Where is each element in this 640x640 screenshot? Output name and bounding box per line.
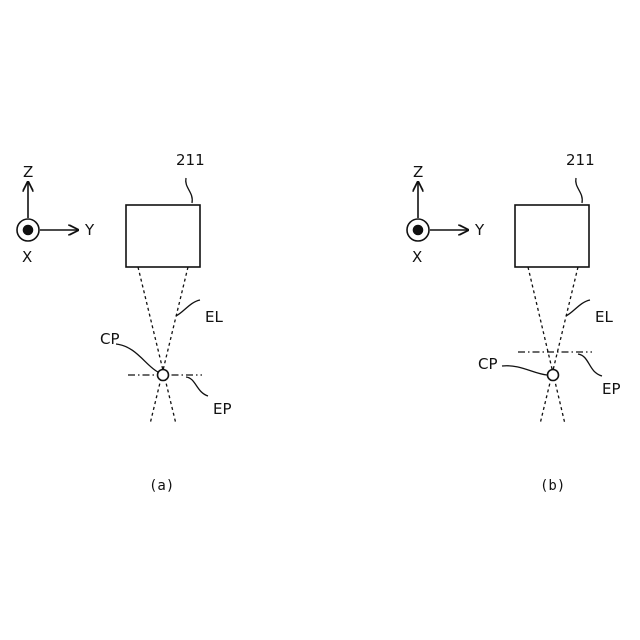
convergence-point [158, 370, 169, 381]
z-axis-label: Z [413, 163, 423, 181]
panel-b: Z Y X 211 EL EP CP (b) [407, 151, 621, 494]
x-axis-label: X [22, 248, 32, 266]
point-label: CP [100, 330, 120, 348]
axis-triad-b [407, 182, 468, 241]
point-leader [502, 366, 547, 375]
panel-caption: (b) [540, 478, 565, 494]
plane-leader [578, 354, 602, 376]
beam-lines-b [528, 267, 578, 424]
y-axis-label: Y [474, 221, 485, 239]
beam-label: EL [205, 308, 223, 326]
x-axis-label: X [412, 248, 422, 266]
component-211-box [515, 205, 589, 267]
x-axis-dot-icon [414, 226, 423, 235]
axis-triad-a [17, 182, 78, 241]
beam-lines-a [138, 267, 188, 424]
convergence-point [548, 370, 559, 381]
x-axis-dot-icon [24, 226, 33, 235]
point-label: CP [478, 355, 498, 373]
panel-caption: (a) [149, 478, 174, 494]
panel-a: Z Y X 211 EL EP CP (a) [17, 151, 232, 494]
plane-label: EP [213, 400, 232, 418]
y-axis-label: Y [84, 221, 95, 239]
beam-label: EL [595, 308, 613, 326]
point-leader [116, 344, 158, 372]
component-211-box [126, 205, 200, 267]
component-leader [576, 178, 583, 203]
plane-label: EP [602, 380, 621, 398]
component-label: 211 [566, 151, 595, 169]
component-leader [186, 178, 193, 203]
plane-leader [186, 377, 208, 396]
z-axis-label: Z [23, 163, 33, 181]
component-label: 211 [176, 151, 205, 169]
